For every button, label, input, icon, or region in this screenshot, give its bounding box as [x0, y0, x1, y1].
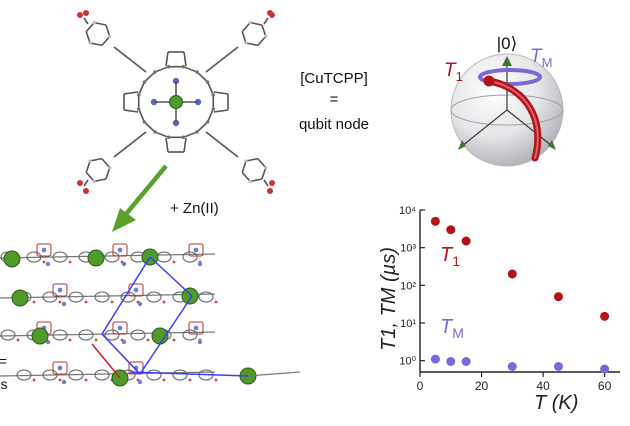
state-zero-label: |0⟩ — [496, 34, 518, 53]
data-point — [507, 361, 517, 371]
sphere-t1-sub: 1 — [455, 68, 463, 84]
zinc-node-icon — [87, 249, 105, 267]
data-point — [446, 357, 456, 367]
y-tick-label: 10¹ — [400, 318, 416, 330]
zinc-node-icon — [3, 250, 21, 268]
y-tick-label: 10² — [400, 280, 416, 292]
x-tick-label: 20 — [475, 379, 489, 393]
zinc-node-icon — [181, 287, 199, 305]
x-tick-label: 40 — [536, 379, 550, 393]
t1-series-label: T1 — [440, 244, 460, 269]
x-tick-label: 60 — [598, 379, 612, 393]
zinc-node-icon — [11, 289, 29, 307]
y-tick-label: 10⁴ — [399, 205, 416, 217]
framework-chains — [0, 243, 218, 385]
unit-cell-outline — [91, 256, 301, 379]
data-point — [430, 216, 440, 226]
partial-equals-label: = — [0, 353, 8, 369]
y-tick-label: 10⁰ — [399, 356, 416, 368]
t1-series-sub: 1 — [452, 253, 461, 269]
sphere-tm-label: TM — [530, 46, 552, 70]
tm-series-label: TM — [440, 316, 464, 341]
data-point — [600, 364, 610, 374]
plot-y-axis-label: T1, TM (µs) — [378, 247, 400, 351]
qubit-node-label: qubit node — [298, 116, 370, 133]
plot-x-axis-label: T (K) — [534, 392, 579, 414]
partial-s-label: s — [0, 376, 8, 392]
x-tick-label: 0 — [417, 379, 424, 393]
tm-series-symbol: T — [440, 316, 453, 338]
data-point — [461, 357, 471, 367]
data-point — [553, 292, 563, 302]
sphere-t1-label: T1 — [444, 60, 463, 84]
equals-label: = — [329, 91, 339, 108]
series-tm — [430, 354, 610, 374]
sphere-tm-symbol: T — [530, 46, 542, 67]
data-point — [600, 311, 610, 321]
zinc-node-icon — [31, 327, 49, 345]
data-point — [507, 269, 517, 279]
compound-label: [CuTCPP] — [300, 70, 368, 87]
reagent-label: + Zn(II) — [170, 200, 219, 217]
series-t1 — [430, 216, 610, 321]
data-point — [553, 361, 563, 371]
tm-series-sub: M — [452, 325, 464, 341]
data-point — [446, 225, 456, 235]
sphere-t1-symbol: T — [444, 60, 456, 81]
y-tick-label: 10³ — [400, 243, 416, 255]
t1-series-symbol: T — [440, 244, 453, 266]
data-point — [461, 236, 471, 246]
data-point — [430, 354, 440, 364]
sphere-tm-sub: M — [541, 54, 553, 70]
copper-atom-icon — [169, 95, 183, 109]
